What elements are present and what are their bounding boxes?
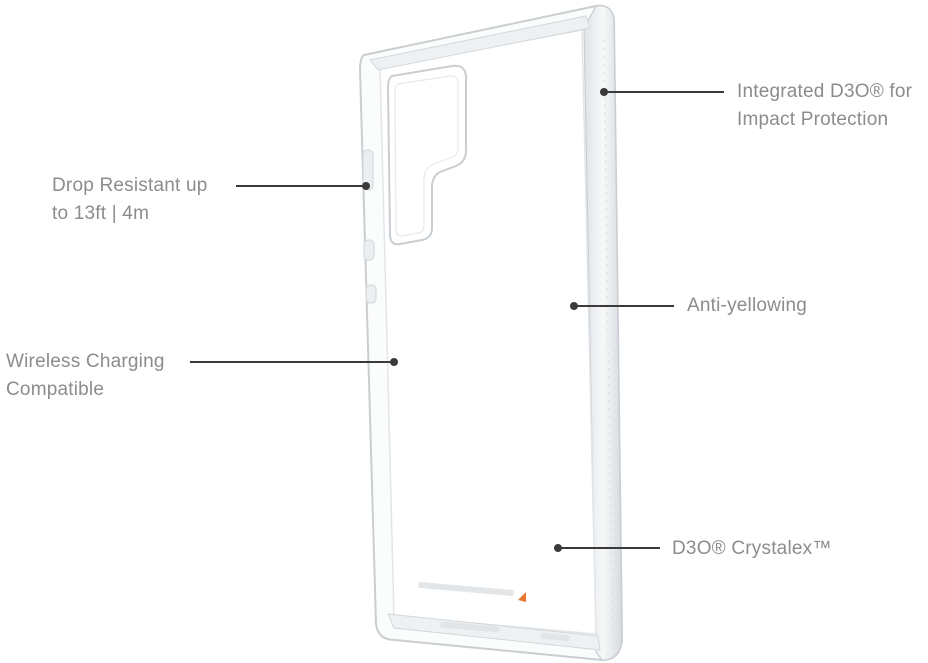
label-crystalex-line1: D3O® Crystalex™ bbox=[672, 538, 832, 559]
label-anti-yellowing-line1: Anti-yellowing bbox=[687, 295, 808, 316]
callout-drop-resistant bbox=[236, 182, 370, 190]
callout-dot-d3o-impact bbox=[600, 88, 608, 96]
label-wireless-charging-line2: Compatible bbox=[6, 379, 105, 400]
label-d3o-impact: Integrated D3O® for Impact Protection bbox=[737, 78, 912, 134]
label-drop-resistant-line1: Drop Resistant up bbox=[52, 175, 208, 196]
label-anti-yellowing: Anti-yellowing bbox=[687, 292, 807, 320]
label-crystalex: D3O® Crystalex™ bbox=[672, 535, 832, 563]
brand-logo bbox=[418, 581, 526, 602]
label-drop-resistant: Drop Resistant up to 13ft | 4m bbox=[52, 172, 207, 228]
label-drop-resistant-line2: to 13ft | 4m bbox=[52, 203, 150, 224]
label-wireless-charging-line1: Wireless Charging bbox=[6, 351, 165, 372]
callout-anti-yellowing bbox=[570, 302, 674, 310]
callout-crystalex bbox=[554, 544, 660, 552]
callout-wireless-charging bbox=[190, 358, 398, 366]
callout-dot-drop-resistant bbox=[362, 182, 370, 190]
camera-cutout bbox=[386, 64, 467, 246]
label-d3o-impact-line2: Impact Protection bbox=[737, 109, 889, 130]
callout-dot-crystalex bbox=[554, 544, 562, 552]
callout-dot-wireless-charging bbox=[390, 358, 398, 366]
label-wireless-charging: Wireless Charging Compatible bbox=[6, 348, 165, 404]
callout-dot-anti-yellowing bbox=[570, 302, 578, 310]
label-d3o-impact-line1: Integrated D3O® for bbox=[737, 81, 913, 102]
callout-d3o-impact bbox=[600, 88, 724, 96]
